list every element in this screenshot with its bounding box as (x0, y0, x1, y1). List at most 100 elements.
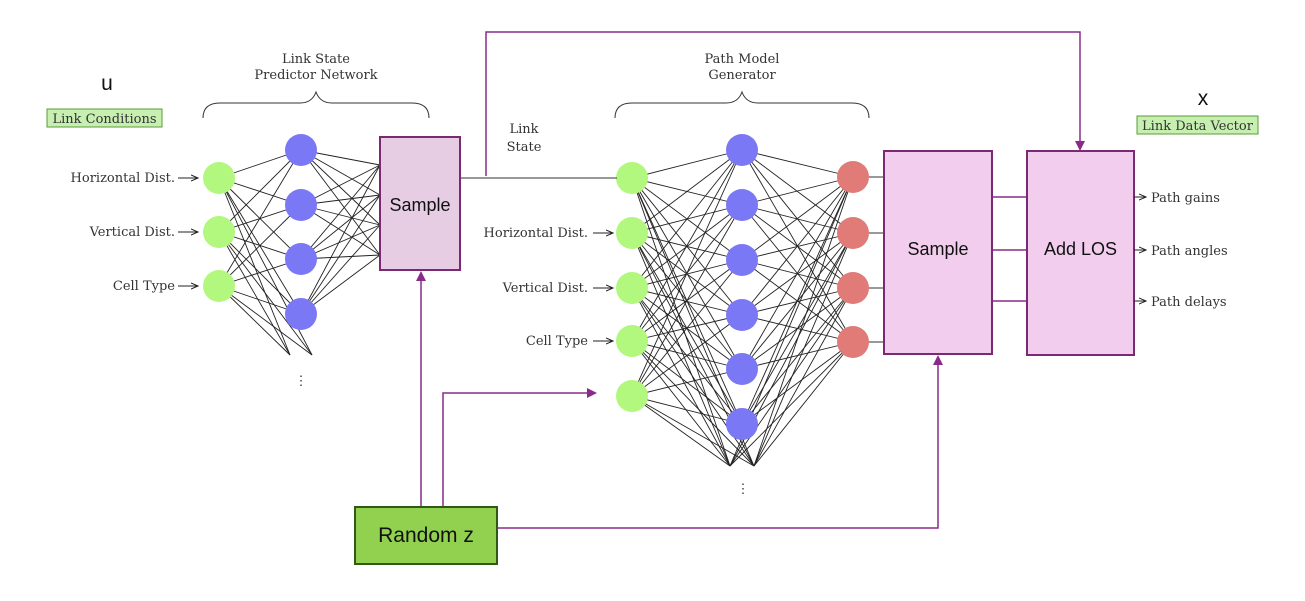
connection-line (631, 287, 743, 316)
connection-line (631, 340, 731, 467)
link-data-vector-label: Link Data Vector (1142, 119, 1254, 134)
connection-line (631, 177, 731, 467)
link-state-bypass-arrow (485, 31, 1085, 176)
connection-line (631, 395, 743, 425)
connection-line (218, 177, 291, 356)
sample-block-2: Sample (883, 150, 993, 355)
link-conditions-tag: Link Conditions (46, 108, 163, 128)
connection-line (631, 149, 743, 397)
sample-block-1-label: Sample (389, 195, 450, 215)
connection-line (631, 149, 743, 342)
n1-input-node-0 (203, 162, 235, 194)
network1-input-celltype: Cell Type (113, 279, 175, 294)
output-labels: Path gains Path angles Path delays (1134, 191, 1228, 310)
connection-line (218, 231, 302, 315)
u-symbol: u (101, 72, 113, 95)
network1-input-horizontal: Horizontal Dist. (71, 171, 175, 186)
random-to-generator-arrow (442, 388, 597, 506)
n2-output-node-2 (837, 272, 869, 304)
connection-line (631, 368, 743, 397)
connection-line (218, 204, 302, 287)
n2-input-node-2 (616, 272, 648, 304)
n1-input-node-2 (203, 270, 235, 302)
sample-block-2-label: Sample (907, 239, 968, 259)
network1-title-line2: Predictor Network (254, 68, 377, 83)
connection-line (741, 287, 854, 425)
network2-title-line2: Generator (708, 68, 776, 83)
link-state-line1: Link (509, 122, 538, 137)
add-los-label: Add LOS (1044, 239, 1117, 259)
connection-line (218, 285, 313, 356)
n2-input-node-4 (616, 380, 648, 412)
connection-line (753, 232, 854, 467)
output-path-gains: Path gains (1151, 191, 1220, 206)
connection-line (741, 341, 854, 425)
connection-line (300, 194, 381, 260)
network1-input-vertical: Vertical Dist. (89, 225, 175, 240)
connection-line (741, 176, 854, 316)
network2-brace (614, 90, 870, 119)
network2-input-celltype: Cell Type (526, 334, 588, 349)
n2-input-node-0 (616, 162, 648, 194)
connection-line (631, 149, 743, 289)
connection-line (300, 254, 381, 315)
connection-line (741, 176, 854, 206)
n2-output-node-3 (837, 326, 869, 358)
connection-line (753, 176, 854, 467)
link-conditions-label: Link Conditions (52, 112, 156, 127)
n1-hidden-node-1 (285, 189, 317, 221)
connection-line (300, 194, 381, 315)
n1-hidden-node-2 (285, 243, 317, 275)
connection-line (631, 314, 743, 397)
sample-block-1: Sample (379, 136, 461, 271)
n2-input-node-3 (616, 325, 648, 357)
connection-line (218, 285, 291, 356)
n2-hidden-node-3 (726, 299, 758, 331)
n2-output-node-1 (837, 217, 869, 249)
connection-line (631, 232, 731, 467)
n2-hidden-node-5 (726, 408, 758, 440)
random-to-sample2-arrow (498, 355, 943, 529)
connection-line (300, 164, 381, 315)
random-z-label: Random z (378, 524, 474, 547)
connection-line (300, 149, 381, 226)
connection-line (300, 224, 381, 315)
connection-line (741, 149, 854, 234)
connection-line (631, 287, 731, 467)
connection-line (741, 232, 854, 425)
connection-line (300, 164, 381, 260)
random-z-block: Random z (354, 506, 498, 565)
x-symbol: x (1198, 87, 1209, 110)
connection-line (218, 231, 313, 356)
connection-line (218, 149, 302, 233)
link-state-line2: State (507, 140, 542, 155)
connection-line (631, 395, 755, 467)
connection-line (631, 204, 743, 289)
output-path-delays: Path delays (1151, 295, 1227, 310)
connection-line (631, 259, 743, 397)
neuron-nodes (203, 134, 869, 440)
n1-hidden-node-3 (285, 298, 317, 330)
connection-line (218, 231, 291, 356)
n1-input-node-1 (203, 216, 235, 248)
n1-hidden-node-0 (285, 134, 317, 166)
output-path-angles: Path angles (1151, 244, 1228, 259)
connection-line (741, 149, 854, 178)
add-los-block: Add LOS (1026, 150, 1135, 356)
connection-line (631, 149, 743, 179)
n2-hidden-node-1 (726, 189, 758, 221)
n2-hidden-node-2 (726, 244, 758, 276)
network1-ellipsis: ⋮ (295, 374, 308, 389)
generator-output-stubs (869, 176, 884, 343)
connection-line (729, 341, 854, 467)
network1-inputs: Horizontal Dist. Vertical Dist. Cell Typ… (71, 171, 198, 294)
network2-input-horizontal: Horizontal Dist. (484, 226, 588, 241)
network1-title-line1: Link State (282, 52, 350, 67)
connection-line (741, 176, 854, 261)
connection-line (753, 341, 854, 467)
network2-inputs: Horizontal Dist. Vertical Dist. Cell Typ… (484, 226, 613, 349)
n2-input-node-1 (616, 217, 648, 249)
connection-line (631, 340, 755, 467)
connection-line (300, 149, 381, 256)
